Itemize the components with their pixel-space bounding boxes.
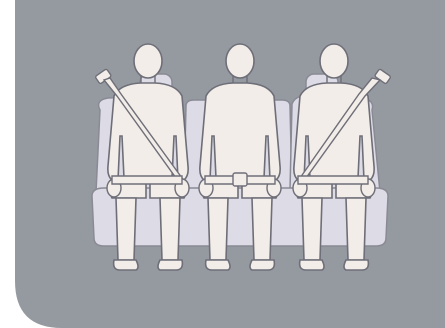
seatbelt-illustration: [0, 0, 445, 328]
